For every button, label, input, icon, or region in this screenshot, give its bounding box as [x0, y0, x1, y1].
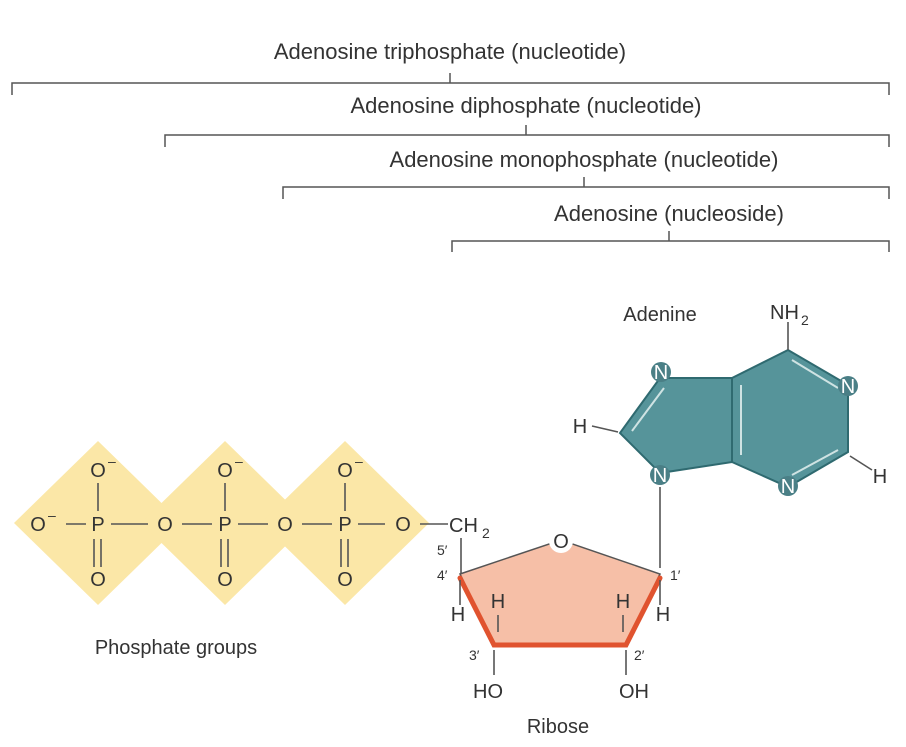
h-c8: H — [573, 416, 587, 438]
phosphorus-1: P — [91, 514, 104, 536]
svg-text:2: 2 — [482, 525, 490, 541]
phosphate-3-top-o: O – — [337, 453, 363, 482]
bridge-oxygen-1: O — [157, 514, 173, 536]
carbon-2-prime: 2′ — [634, 647, 645, 663]
nitrogen-3: N — [781, 476, 795, 498]
bracket-amp-label: Adenosine monophosphate (nucleotide) — [390, 147, 779, 172]
svg-text:O: O — [90, 460, 106, 482]
svg-text:–: – — [48, 507, 56, 523]
hydroxyl-c2: OH — [619, 681, 649, 703]
phosphate-2-double-o: O — [217, 569, 233, 591]
bracket-amp: Adenosine monophosphate (nucleotide) — [282, 147, 890, 199]
adenine-ring — [618, 348, 849, 489]
phosphate-3-double-o: O — [337, 569, 353, 591]
bracket-adp: Adenosine diphosphate (nucleotide) — [164, 93, 890, 147]
ribose-front-edge — [457, 575, 663, 648]
bracket-atp: Adenosine triphosphate (nucleotide) — [11, 39, 890, 95]
svg-text:–: – — [355, 453, 363, 469]
ring-oxygen: O — [553, 531, 569, 553]
carbon-4-prime: 4′ — [437, 567, 448, 583]
nitrogen-9: N — [653, 465, 667, 487]
carbon-3-prime: 3′ — [469, 647, 480, 663]
bridge-oxygen-2: O — [277, 514, 293, 536]
phosphorus-2: P — [218, 514, 231, 536]
ch2-group: CH 2 — [449, 515, 490, 541]
bracket-atp-label: Adenosine triphosphate (nucleotide) — [274, 39, 626, 64]
h-c2-adenine: H — [873, 466, 887, 488]
bridge-oxygen-3: O — [395, 514, 411, 536]
bracket-adenosine-label: Adenosine (nucleoside) — [554, 201, 784, 226]
svg-text:–: – — [235, 453, 243, 469]
adenine-label: Adenine — [623, 304, 696, 326]
bracket-adp-label: Adenosine diphosphate (nucleotide) — [350, 93, 701, 118]
phosphorus-3: P — [338, 514, 351, 536]
bracket-adenosine: Adenosine (nucleoside) — [451, 201, 890, 252]
nitrogen-1: N — [841, 376, 855, 398]
amino-group: NH 2 — [770, 302, 809, 328]
terminal-o-minus: O – — [30, 507, 56, 536]
phosphate-diamond-3 — [261, 441, 429, 605]
svg-text:O: O — [337, 460, 353, 482]
nitrogen-7: N — [654, 362, 668, 384]
phosphate-bonds — [66, 483, 448, 567]
adenine-base: N N N N H H NH 2 Adenine — [573, 302, 887, 568]
ribose-sugar: O H H H H HO OH 5′ 4′ 1′ 3′ 2′ Ribose — [437, 529, 681, 738]
h-c4: H — [451, 604, 465, 626]
phosphate-groups-label: Phosphate groups — [95, 637, 257, 659]
h-c2: H — [616, 591, 630, 613]
phosphate-1-double-o: O — [90, 569, 106, 591]
phosphate-groups: O – O – O – O – P P P O O O O O O CH 2 — [14, 441, 490, 659]
svg-text:NH: NH — [770, 302, 799, 324]
phosphate-1-top-o: O – — [90, 453, 116, 482]
svg-text:O: O — [30, 514, 46, 536]
phosphate-2-top-o: O – — [217, 453, 243, 482]
h-c3: H — [491, 591, 505, 613]
phosphate-diamond-2 — [141, 441, 309, 605]
phosphate-diamond-1 — [14, 441, 182, 605]
ribose-label: Ribose — [527, 716, 589, 738]
hydroxyl-c3: HO — [473, 681, 503, 703]
carbon-5-prime: 5′ — [437, 542, 448, 558]
svg-text:O: O — [217, 460, 233, 482]
svg-text:–: – — [108, 453, 116, 469]
h-c1: H — [656, 604, 670, 626]
svg-text:2: 2 — [801, 312, 809, 328]
svg-text:CH: CH — [449, 515, 478, 537]
carbon-1-prime: 1′ — [670, 567, 681, 583]
